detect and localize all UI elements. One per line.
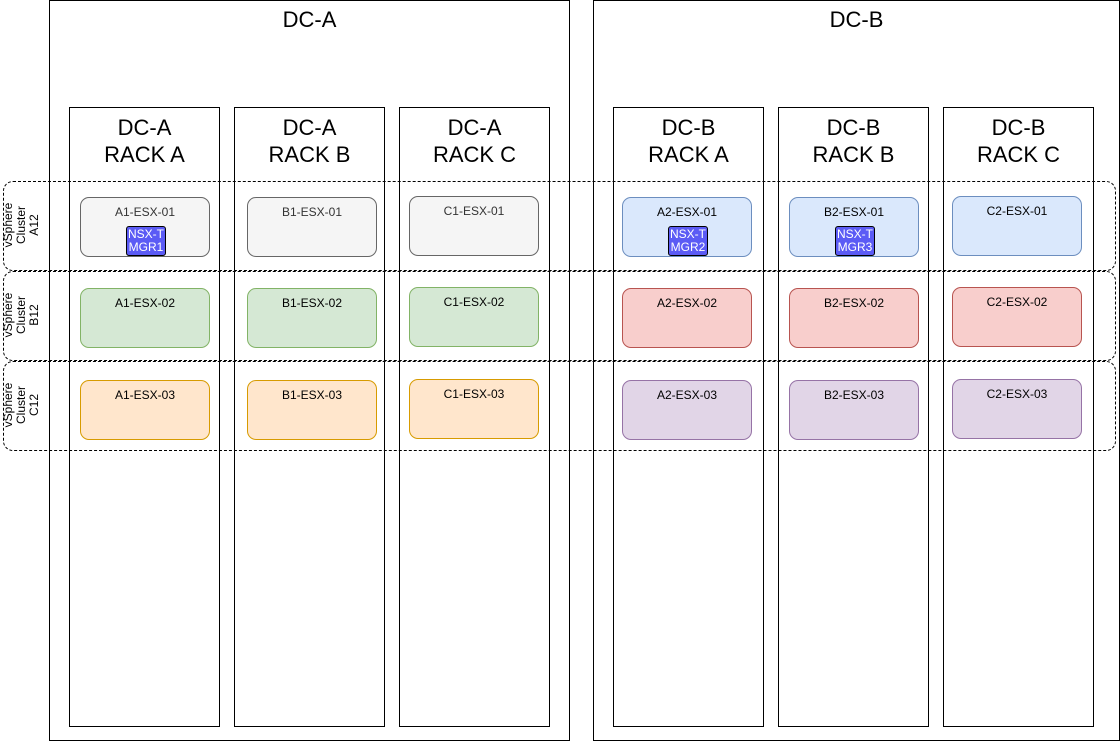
host-name: C2-ESX-02 <box>986 295 1048 309</box>
host-b2-esx-02[interactable]: B2-ESX-02 <box>789 288 919 348</box>
host-name: B2-ESX-01 <box>823 205 885 219</box>
host-b1-esx-02[interactable]: B1-ESX-02 <box>247 288 377 348</box>
rack-title-line1: DC-A <box>117 115 172 140</box>
rack-title: DC-B RACK A <box>614 114 763 168</box>
host-name: C1-ESX-03 <box>443 387 505 401</box>
cluster-b12: vSphere Cluster B12 <box>1 270 1116 361</box>
cluster-label-line3: C12 <box>27 394 41 417</box>
cluster-a12: vSphere Cluster A12 <box>1 180 1116 271</box>
rack-title: DC-A RACK A <box>70 114 219 168</box>
host-a1-esx-01[interactable]: A1-ESX-01 NSX-T MGR1 <box>80 197 210 257</box>
host-name: C2-ESX-01 <box>986 204 1048 218</box>
host-name: B2-ESX-03 <box>823 388 885 402</box>
host-name: A2-ESX-03 <box>656 388 718 402</box>
rack-title-line2: RACK A <box>104 142 185 167</box>
cluster-label: vSphere Cluster C12 <box>1 360 44 450</box>
manager-label-line2: MGR2 <box>670 240 706 254</box>
host-b1-esx-03[interactable]: B1-ESX-03 <box>247 380 377 440</box>
host-name: B1-ESX-01 <box>281 205 343 219</box>
host-name: A2-ESX-01 <box>656 205 718 219</box>
rack-title-line2: RACK B <box>812 142 895 167</box>
nsx-t-manager-2[interactable]: NSX-T MGR2 <box>668 226 708 256</box>
host-name: A1-ESX-01 <box>114 205 176 219</box>
host-a2-esx-03[interactable]: A2-ESX-03 <box>622 380 752 440</box>
host-a2-esx-01[interactable]: A2-ESX-01 NSX-T MGR2 <box>622 197 752 257</box>
rack-title-line2: RACK B <box>268 142 351 167</box>
host-c2-esx-03[interactable]: C2-ESX-03 <box>952 379 1082 439</box>
host-c1-esx-03[interactable]: C1-ESX-03 <box>409 379 539 439</box>
manager-label-line1: NSX-T <box>837 227 873 241</box>
rack-title: DC-A RACK B <box>235 114 384 168</box>
host-name: A1-ESX-02 <box>114 296 176 310</box>
host-c1-esx-01[interactable]: C1-ESX-01 <box>409 196 539 256</box>
rack-title-line2: RACK C <box>976 142 1061 167</box>
rack-title: DC-A RACK C <box>400 114 549 168</box>
cluster-c12: vSphere Cluster C12 <box>1 360 1116 451</box>
rack-title-line1: DC-A <box>447 115 502 140</box>
host-name: A2-ESX-02 <box>656 296 718 310</box>
rack-title: DC-B RACK C <box>944 114 1093 168</box>
rack-title-line1: DC-A <box>282 115 337 140</box>
host-c2-esx-02[interactable]: C2-ESX-02 <box>952 287 1082 347</box>
host-c1-esx-02[interactable]: C1-ESX-02 <box>409 287 539 347</box>
rack-title: DC-B RACK B <box>779 114 928 168</box>
host-b2-esx-03[interactable]: B2-ESX-03 <box>789 380 919 440</box>
host-name: B1-ESX-03 <box>281 388 343 402</box>
host-a1-esx-03[interactable]: A1-ESX-03 <box>80 380 210 440</box>
host-b1-esx-01[interactable]: B1-ESX-01 <box>247 197 377 257</box>
manager-label-line2: MGR3 <box>837 240 873 254</box>
datacenter-title: DC-B <box>829 7 884 32</box>
cluster-label: vSphere Cluster A12 <box>1 180 44 270</box>
nsx-t-manager-3[interactable]: NSX-T MGR3 <box>835 226 875 256</box>
host-name: B1-ESX-02 <box>281 296 343 310</box>
nsx-t-manager-1[interactable]: NSX-T MGR1 <box>126 226 166 256</box>
rack-title-line1: DC-B <box>661 115 716 140</box>
host-name: A1-ESX-03 <box>114 388 176 402</box>
manager-label-line1: NSX-T <box>670 227 706 241</box>
host-name: C1-ESX-01 <box>443 204 505 218</box>
rack-title-line1: DC-B <box>826 115 881 140</box>
cluster-label: vSphere Cluster B12 <box>1 270 44 360</box>
manager-label-line1: NSX-T <box>128 227 164 241</box>
host-a2-esx-02[interactable]: A2-ESX-02 <box>622 288 752 348</box>
host-name: C2-ESX-03 <box>986 387 1048 401</box>
host-b2-esx-01[interactable]: B2-ESX-01 NSX-T MGR3 <box>789 197 919 257</box>
host-name: C1-ESX-02 <box>443 295 505 309</box>
host-c2-esx-01[interactable]: C2-ESX-01 <box>952 196 1082 256</box>
cluster-label-line3: A12 <box>27 214 41 236</box>
cluster-label-line3: B12 <box>27 304 41 326</box>
rack-title-line1: DC-B <box>991 115 1046 140</box>
datacenter-title: DC-A <box>282 7 337 32</box>
rack-title-line2: RACK C <box>432 142 517 167</box>
host-a1-esx-02[interactable]: A1-ESX-02 <box>80 288 210 348</box>
manager-label-line2: MGR1 <box>128 240 164 254</box>
host-name: B2-ESX-02 <box>823 296 885 310</box>
rack-title-line2: RACK A <box>648 142 729 167</box>
